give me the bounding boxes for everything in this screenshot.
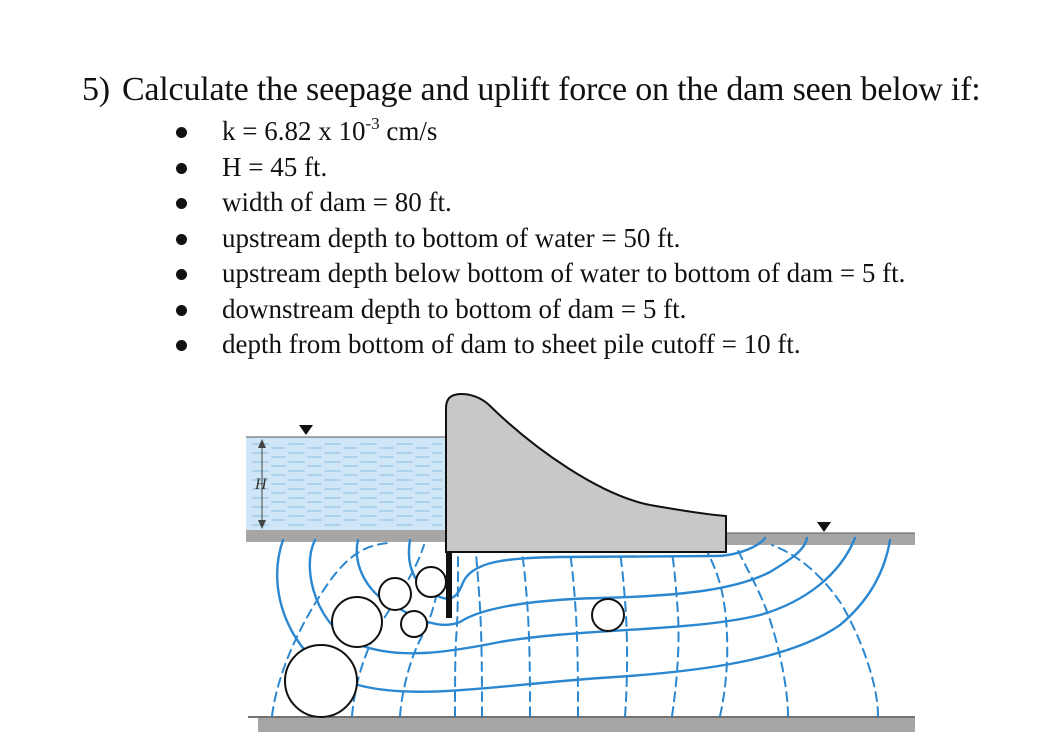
condition-item-upstream-water-depth: upstream depth to bottom of water = 50 f… — [170, 221, 905, 257]
condition-item-upstream-dam-depth: upstream depth below bottom of water to … — [170, 256, 905, 292]
downstream-water-level-icon — [817, 522, 831, 532]
flow-line-1 — [407, 536, 767, 600]
condition-item-permeability: k = 6.82 x 10-3 cm/s — [170, 114, 905, 150]
condition-item-sheet-pile-depth: depth from bottom of dam to sheet pile c… — [170, 327, 905, 363]
flow-net-circle-5 — [415, 566, 447, 598]
head-dimension: H — [254, 439, 268, 529]
equipotential-line-12 — [771, 544, 879, 717]
equipotential-line-9 — [671, 552, 680, 717]
dam-body — [445, 392, 727, 553]
downstream-ground — [726, 533, 915, 545]
flow-net-circle-4 — [400, 610, 428, 638]
head-label: H — [254, 476, 268, 493]
equipotential-line-1 — [271, 542, 389, 717]
impervious-layer — [258, 718, 915, 732]
equipotential-line-10 — [707, 552, 729, 717]
question-number: 5) — [82, 71, 110, 108]
flow-net-circles — [284, 566, 625, 718]
condition-item-dam-width: width of dam = 80 ft. — [170, 185, 905, 221]
equipotential-lines — [271, 542, 879, 717]
flow-net-circle-2 — [331, 596, 383, 648]
equipotential-line-6 — [521, 552, 531, 717]
equipotential-line-8 — [619, 552, 629, 717]
permeability-unit: cm/s — [379, 116, 438, 146]
flow-net-circle-6 — [591, 598, 625, 632]
upstream-ground — [246, 530, 448, 542]
equipotential-line-4 — [454, 552, 459, 717]
upstream-water-ripples — [250, 441, 442, 527]
permeability-base: k = 6.82 x 10 — [222, 116, 366, 146]
equipotential-line-7 — [569, 552, 579, 717]
question-statement: Calculate the seepage and uplift force o… — [121, 71, 981, 108]
question-heading: 5) Calculate the seepage and uplift force… — [82, 70, 981, 110]
equipotential-line-5 — [475, 552, 483, 717]
condition-item-head: H = 45 ft. — [170, 150, 905, 186]
equipotential-line-11 — [735, 545, 789, 717]
permeability-exponent: -3 — [365, 114, 380, 133]
equipotential-line-3 — [399, 574, 441, 717]
upstream-water-level-icon — [299, 425, 313, 435]
flow-net-circle-1 — [284, 644, 358, 718]
flow-net-circle-3 — [378, 577, 412, 611]
sheet-pile-cutoff — [446, 552, 452, 618]
conditions-list: k = 6.82 x 10-3 cm/s H = 45 ft. width of… — [170, 114, 905, 363]
condition-item-downstream-dam-depth: downstream depth to bottom of dam = 5 ft… — [170, 292, 905, 328]
